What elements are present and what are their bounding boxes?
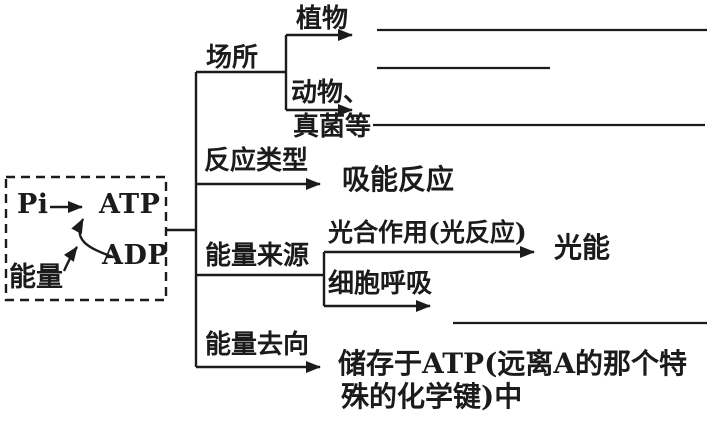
plant-label: 植物 [296,4,349,34]
animal-label: 动物、 [291,78,370,108]
endergonic-reaction-label: 吸能反应 [342,163,455,196]
energy-input-arrow [62,246,78,272]
energy-source-branch-label: 能量来源 [205,241,310,271]
light-energy-label: 光能 [554,231,611,264]
photosynthesis-label: 光合作用(光反应) [328,218,527,247]
stored-in-atp-line2: 殊的化学键)中 [341,380,523,413]
stored-in-atp-line1: 储存于ATP(远离A的那个特 [338,347,688,380]
site-branch-label: 场所 [206,43,259,73]
atp-label: ATP [99,189,161,220]
dashed-box [4,175,168,302]
cellular-respiration-label: 细胞呼吸 [328,269,433,299]
pi-label: Pi [17,189,49,220]
adp-to-atp-arrow [71,218,114,259]
adp-label: ADP [102,240,169,271]
energy-destination-branch-label: 能量去向 [205,330,310,360]
energy-label: 能量 [9,262,63,293]
reaction-type-branch-label: 反应类型 [204,146,309,176]
fungi-label: 真菌等 [293,112,372,142]
